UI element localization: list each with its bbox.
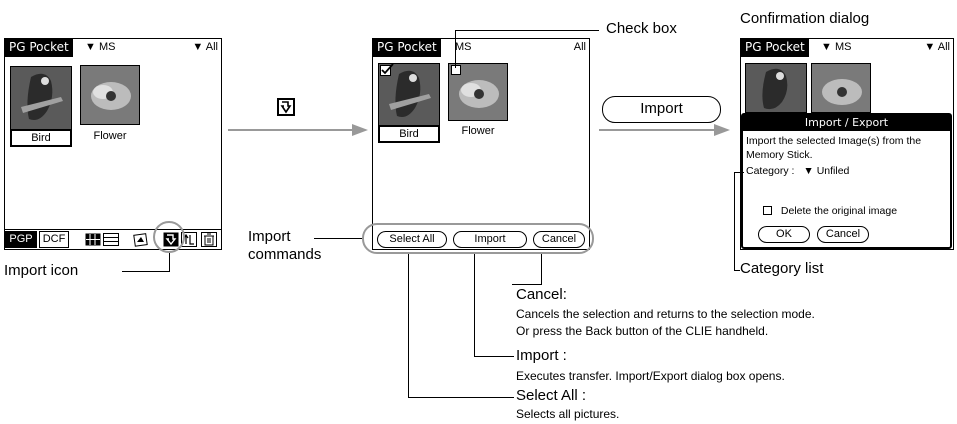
bird-picture	[11, 67, 71, 129]
callout-line	[734, 270, 740, 271]
checkbox-empty-icon[interactable]	[763, 206, 772, 215]
screen-select-mode: PG Pocket MS All Bird Flower Select All …	[372, 38, 590, 250]
thumbnail-view-icon[interactable]	[85, 233, 101, 246]
thumbnail-bird[interactable]	[10, 66, 72, 130]
screen-pg-pocket-list: PG Pocket ▼ MS ▼ All Bird Flower PGP DCF	[4, 38, 222, 250]
select-all-callout-desc: Selects all pictures.	[516, 407, 620, 421]
list-view-icon[interactable]	[103, 233, 119, 246]
screen-header: PG Pocket ▼ MS ▼ All	[741, 39, 953, 57]
callout-line	[122, 271, 170, 272]
callout-line	[314, 238, 362, 239]
bird-picture	[746, 64, 806, 112]
import-commands-callout-line2: commands	[248, 246, 322, 263]
thumbnail-label[interactable]: Bird	[10, 129, 72, 147]
thumbnail-label[interactable]: Bird	[378, 125, 440, 143]
flow-arrow	[228, 129, 356, 131]
callout-line	[734, 172, 735, 270]
callout-line	[541, 254, 542, 284]
import-icon-callout: Import icon	[4, 262, 79, 279]
category-selector[interactable]: ▼ All	[924, 41, 950, 53]
cancel-callout-desc: Or press the Back button of the CLIE han…	[516, 324, 769, 338]
flower-picture	[81, 66, 139, 124]
dropdown-arrow-icon: ▼	[85, 41, 96, 53]
checkbox-empty-icon[interactable]	[451, 65, 462, 76]
import-action-button: Import	[602, 96, 721, 123]
folder-selector[interactable]: ▼ MS	[85, 41, 116, 53]
category-list-callout: Category list	[740, 260, 824, 277]
import-callout-desc: Executes transfer. Import/Export dialog …	[516, 369, 785, 383]
callout-line	[474, 254, 475, 356]
check-box-callout: Check box	[606, 20, 677, 37]
arrow-head-icon	[714, 124, 730, 136]
import-commands-callout-line1: Import	[248, 228, 291, 245]
thumbnail-flower[interactable]	[448, 63, 508, 121]
app-title[interactable]: PG Pocket	[741, 39, 809, 57]
tab-dcf[interactable]: DCF	[39, 231, 69, 248]
select-all-button[interactable]: Select All	[377, 231, 447, 248]
screen-confirmation: PG Pocket ▼ MS ▼ All Import / Export Imp…	[740, 38, 954, 250]
import-export-dialog: Import / Export Import the selected Imag…	[741, 113, 952, 249]
tab-pgp[interactable]: PGP	[5, 231, 37, 248]
arrow-head-icon	[352, 124, 368, 136]
dialog-message: Import the selected Image(s) from the Me…	[746, 135, 922, 161]
confirmation-dialog-callout: Confirmation dialog	[740, 10, 870, 27]
dropdown-arrow-icon: ▼	[192, 41, 204, 53]
dialog-title: Import / Export	[743, 115, 950, 131]
cancel-callout-desc: Cancels the selection and returns to the…	[516, 307, 815, 321]
cancel-callout-title: Cancel:	[516, 286, 567, 303]
dropdown-arrow-icon: ▼	[924, 41, 936, 53]
dropdown-arrow-icon: ▼	[821, 41, 832, 53]
app-title[interactable]: PG Pocket	[373, 39, 441, 57]
checkbox-label: Delete the original image	[780, 205, 898, 217]
import-callout-title: Import :	[516, 347, 567, 364]
callout-line	[512, 284, 542, 285]
select-all-callout-title: Select All :	[516, 387, 587, 404]
flow-arrow	[599, 129, 717, 131]
callout-line	[408, 254, 409, 397]
screen-header: PG Pocket ▼ MS ▼ All	[5, 39, 221, 57]
app-title[interactable]: PG Pocket	[5, 39, 73, 57]
dropdown-arrow-icon: ▼	[803, 165, 814, 177]
import-commands-highlight	[362, 223, 594, 254]
thumbnail-flower[interactable]	[80, 65, 140, 125]
callout-line	[455, 30, 599, 31]
slideshow-icon[interactable]	[133, 232, 149, 247]
flower-picture	[812, 64, 870, 112]
import-icon-large	[276, 97, 296, 117]
callout-line	[734, 172, 744, 173]
cancel-button[interactable]: Cancel	[533, 231, 585, 248]
category-selector[interactable]: ▼ All	[192, 41, 218, 53]
thumbnail-label: Flower	[93, 130, 127, 142]
checkbox-checked-icon[interactable]	[380, 64, 394, 76]
callout-line	[474, 356, 514, 357]
import-icon-highlight-circle	[153, 221, 185, 253]
category-label: Category :	[746, 165, 795, 177]
bottom-bar-divider	[5, 229, 221, 230]
import-button[interactable]: Import	[453, 231, 527, 248]
thumbnail-flower	[811, 63, 871, 113]
callout-line	[455, 30, 456, 68]
category-label: All	[573, 41, 586, 53]
ok-button[interactable]: OK	[758, 226, 810, 243]
folder-selector[interactable]: ▼ MS	[821, 41, 852, 53]
folder-label: MS	[455, 41, 472, 53]
thumbnail-bird	[745, 63, 807, 113]
thumbnail-label: Flower	[461, 125, 495, 137]
callout-line	[408, 397, 514, 398]
category-row: Category : ▼ Unfiled	[746, 165, 849, 177]
screen-header: PG Pocket MS All	[373, 39, 589, 57]
cancel-button[interactable]: Cancel	[817, 226, 869, 243]
trash-icon[interactable]	[201, 232, 217, 247]
category-dropdown[interactable]: ▼ Unfiled	[803, 165, 850, 177]
flower-picture	[449, 64, 507, 120]
callout-line	[169, 253, 170, 271]
delete-original-checkbox[interactable]: Delete the original image	[763, 205, 897, 217]
